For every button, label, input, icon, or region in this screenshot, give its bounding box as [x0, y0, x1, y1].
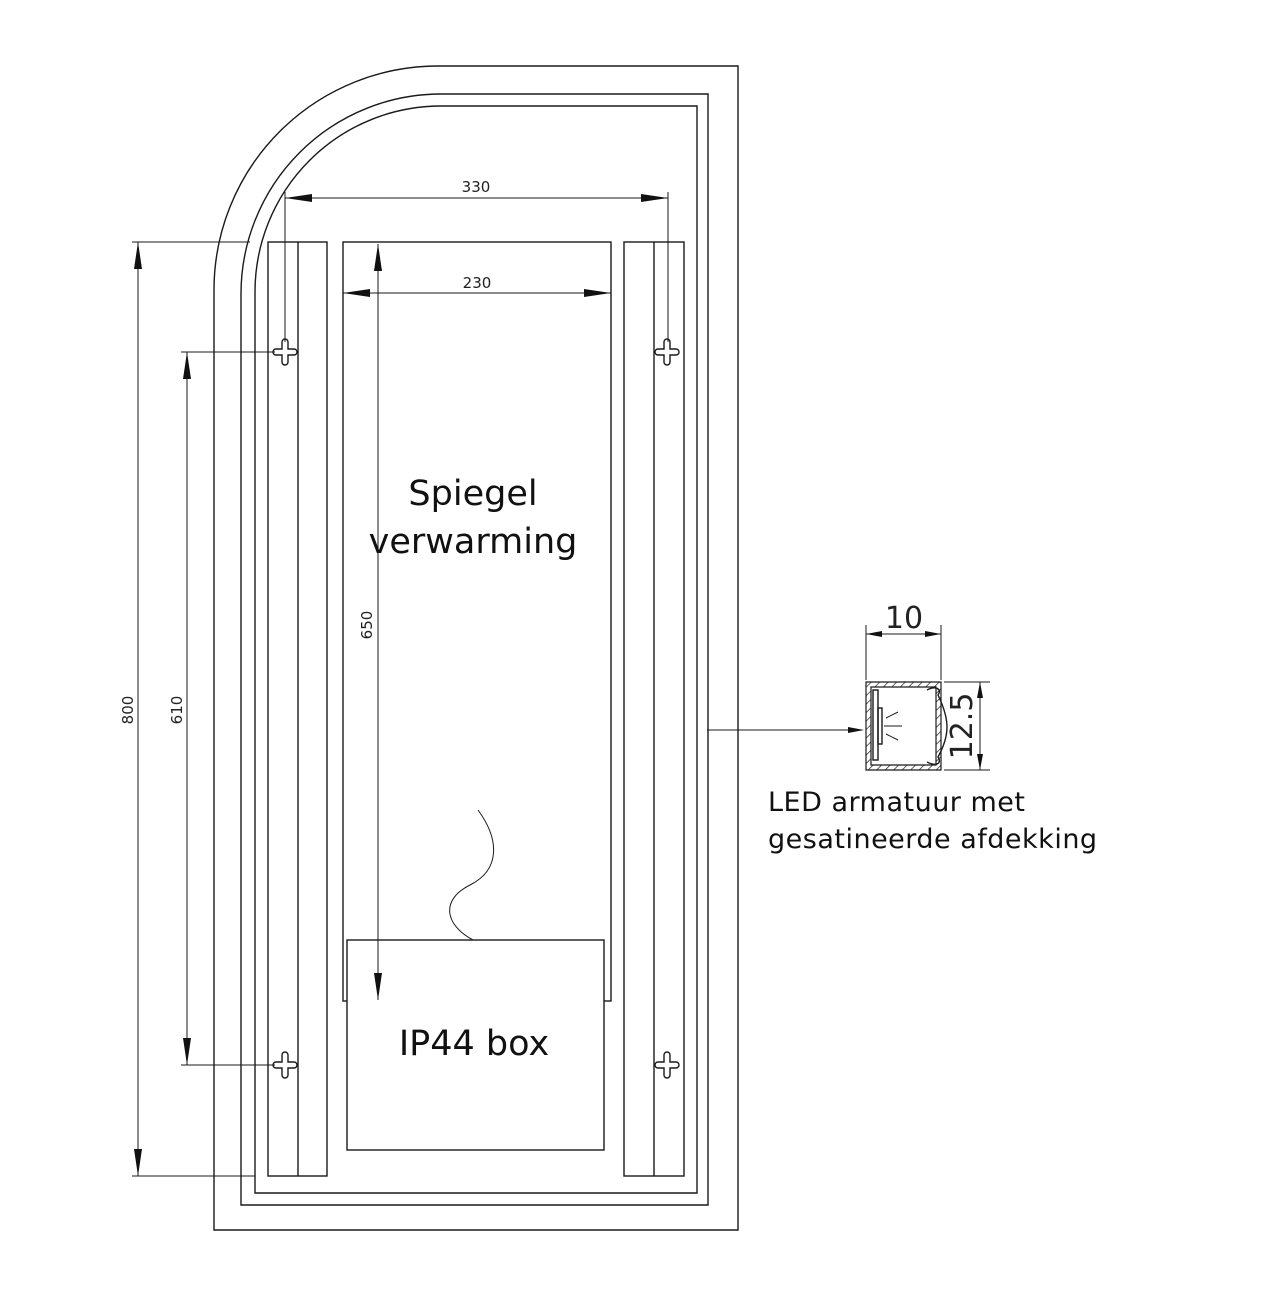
- cable: [449, 809, 495, 941]
- keyhole-icon: [654, 1051, 680, 1079]
- dimension-650: 650: [358, 244, 382, 1000]
- leader-arrow: [848, 727, 864, 733]
- dimension-800: 800: [119, 241, 255, 1177]
- svg-text:800: 800: [119, 696, 137, 725]
- keyhole-icon: [654, 338, 680, 366]
- dimension-610: 610: [168, 351, 275, 1066]
- dimension-330: 330: [284, 178, 669, 342]
- heater-label-line2: verwarming: [369, 522, 578, 562]
- svg-text:610: 610: [168, 696, 186, 725]
- ip44-box: [346, 939, 605, 1151]
- light-rays-icon: [884, 711, 902, 741]
- led-profile-section: 10 12.5: [865, 601, 990, 771]
- heater-label-line1: Spiegel: [408, 474, 537, 514]
- svg-text:10: 10: [885, 601, 923, 636]
- led-strip-outline-inner: [254, 105, 698, 1194]
- svg-text:230: 230: [463, 274, 492, 292]
- profile-label-line1: LED armatuur met: [768, 787, 1026, 818]
- svg-text:330: 330: [462, 178, 491, 196]
- keyhole-icon: [272, 1051, 298, 1079]
- screw-hole-icons: [272, 338, 680, 1079]
- keyhole-icon: [272, 338, 298, 366]
- led-strip-outline-outer: [240, 93, 709, 1206]
- mirror-heater-panel: [342, 241, 612, 1002]
- mirror-outer-outline: [213, 65, 739, 1231]
- left-mounting-strip: [267, 241, 328, 1177]
- right-mounting-strip: [623, 241, 685, 1177]
- svg-text:650: 650: [358, 611, 376, 640]
- box-label: IP44 box: [399, 1024, 549, 1064]
- dimension-230: 230: [343, 274, 611, 297]
- svg-text:12.5: 12.5: [945, 693, 980, 760]
- profile-label-line2: gesatineerde afdekking: [768, 824, 1098, 855]
